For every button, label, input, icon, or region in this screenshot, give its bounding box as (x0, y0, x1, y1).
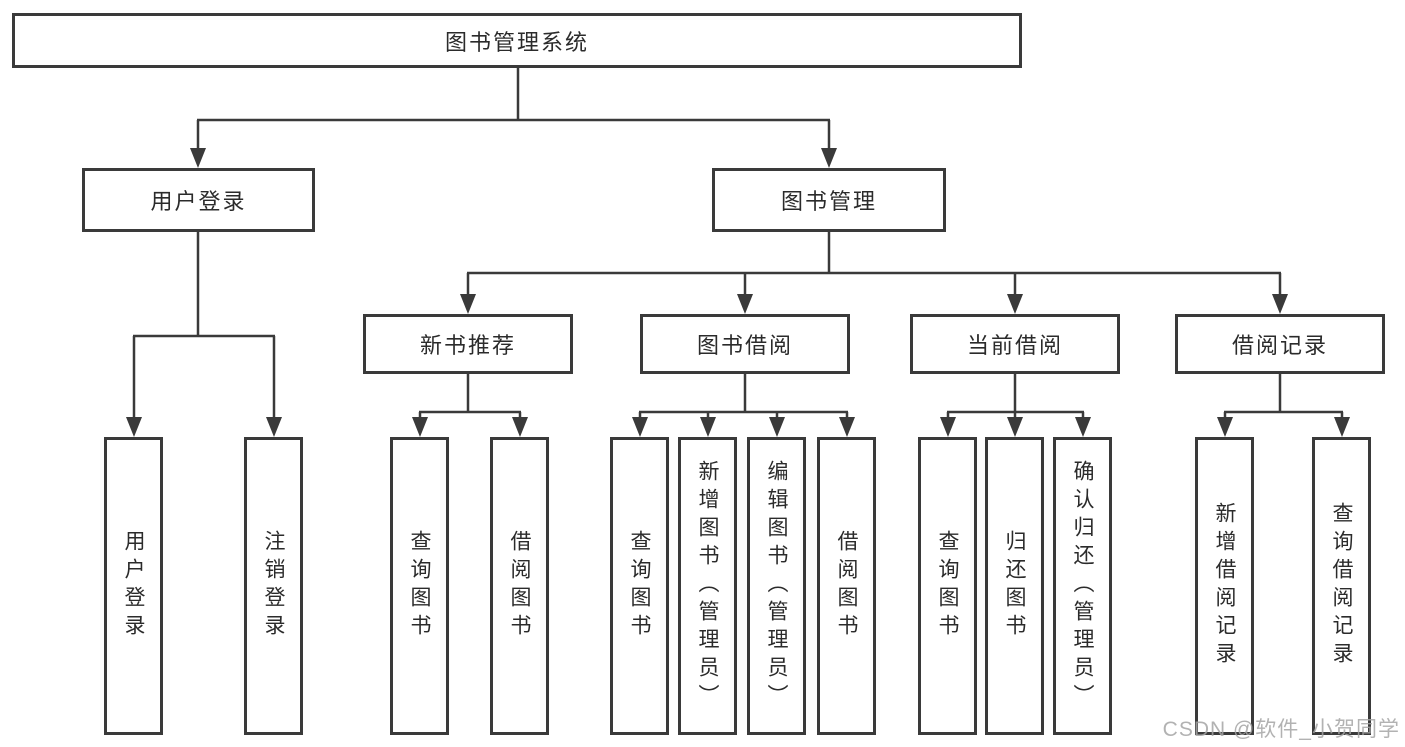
leaf-label: 查询图书 (408, 530, 431, 642)
leaf-borrow-books: 借阅图书 (817, 437, 876, 735)
leaf-label: 借阅图书 (508, 530, 531, 642)
node-borrowing-records: 借阅记录 (1175, 314, 1385, 374)
leaf-return-books: 归还图书 (985, 437, 1044, 735)
leaf-add-books-admin: 新增图书（管理员） (678, 437, 737, 735)
leaf-label: 用户登录 (122, 530, 145, 642)
leaf-label: 注销登录 (262, 530, 285, 642)
node-label: 新书推荐 (419, 333, 516, 358)
node-current-borrowing: 当前借阅 (910, 314, 1120, 374)
node-label: 图书管理 (780, 189, 877, 214)
node-book-management: 图书管理 (712, 168, 946, 232)
node-label: 用户登录 (150, 189, 247, 214)
node-label: 图书管理系统 (444, 29, 589, 55)
node-label: 当前借阅 (966, 333, 1063, 358)
leaf-label: 借阅图书 (835, 530, 858, 642)
leaf-query-books-current: 查询图书 (918, 437, 977, 735)
leaf-label: 新增图书（管理员） (696, 460, 719, 712)
node-book-borrowing: 图书借阅 (640, 314, 850, 374)
leaf-label: 新增借阅记录 (1213, 502, 1236, 670)
leaf-borrow-books-recommend: 借阅图书 (490, 437, 549, 735)
leaf-query-books-recommend: 查询图书 (390, 437, 449, 735)
node-new-book-recommend: 新书推荐 (363, 314, 573, 374)
leaf-edit-books-admin: 编辑图书（管理员） (747, 437, 806, 735)
leaf-label: 归还图书 (1003, 530, 1026, 642)
node-label: 图书借阅 (696, 333, 793, 358)
leaf-label: 确认归还（管理员） (1071, 460, 1094, 712)
leaf-query-books-borrowing: 查询图书 (610, 437, 669, 735)
leaf-add-borrow-record: 新增借阅记录 (1195, 437, 1254, 735)
leaf-confirm-return-admin: 确认归还（管理员） (1053, 437, 1112, 735)
csdn-watermark: CSDN @软件_小贺同学 (1162, 718, 1400, 741)
node-user-login: 用户登录 (82, 168, 315, 232)
leaf-label: 查询图书 (936, 530, 959, 642)
leaf-user-login: 用户登录 (104, 437, 163, 735)
leaf-label: 查询图书 (628, 530, 651, 642)
leaf-logout: 注销登录 (244, 437, 303, 735)
node-root-system: 图书管理系统 (12, 13, 1022, 68)
leaf-label: 编辑图书（管理员） (765, 460, 788, 712)
leaf-query-borrow-record: 查询借阅记录 (1312, 437, 1371, 735)
node-label: 借阅记录 (1231, 333, 1328, 358)
leaf-label: 查询借阅记录 (1330, 502, 1353, 670)
